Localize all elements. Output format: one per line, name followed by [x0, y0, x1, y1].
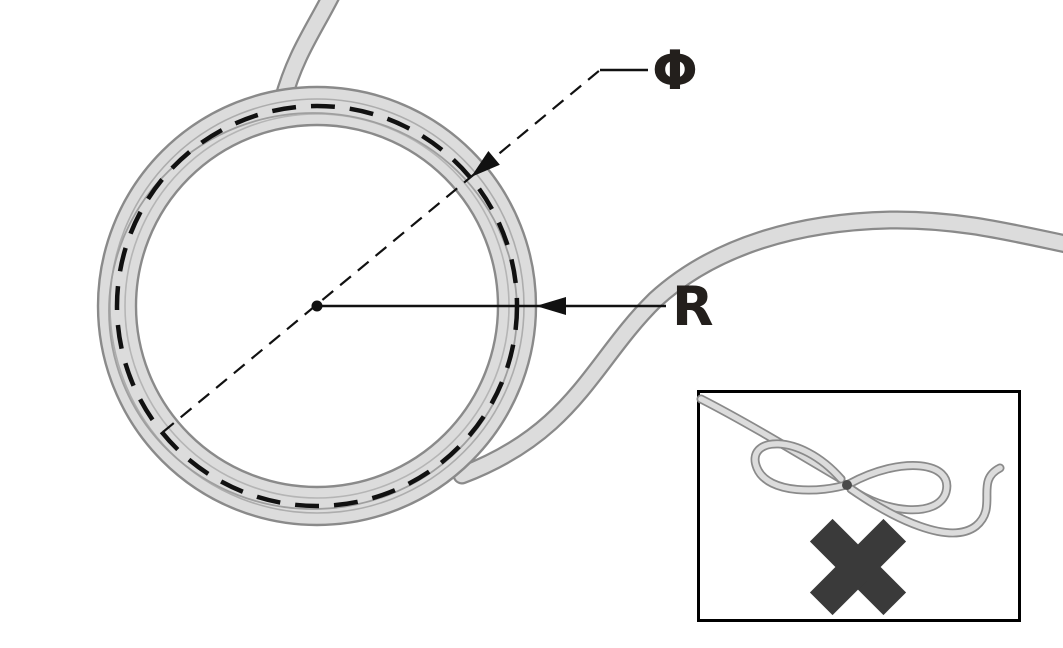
radius-annotation: R — [311, 275, 714, 338]
center-point — [311, 300, 323, 312]
do-not-knot-inset — [696, 390, 1021, 622]
radius-label: R — [672, 275, 714, 338]
radius-arrowhead-icon — [536, 297, 566, 315]
knotted-cable — [696, 394, 1005, 538]
knot-center-dot — [842, 480, 852, 490]
cable-right-tail — [452, 210, 1063, 485]
cable-top-tail — [273, 0, 340, 110]
diameter-dashed-line — [162, 69, 601, 433]
diameter-annotation: Φ — [162, 39, 698, 433]
phi-label: Φ — [652, 39, 698, 102]
x-mark-icon — [809, 518, 907, 616]
diameter-arrowhead-icon — [471, 150, 500, 177]
